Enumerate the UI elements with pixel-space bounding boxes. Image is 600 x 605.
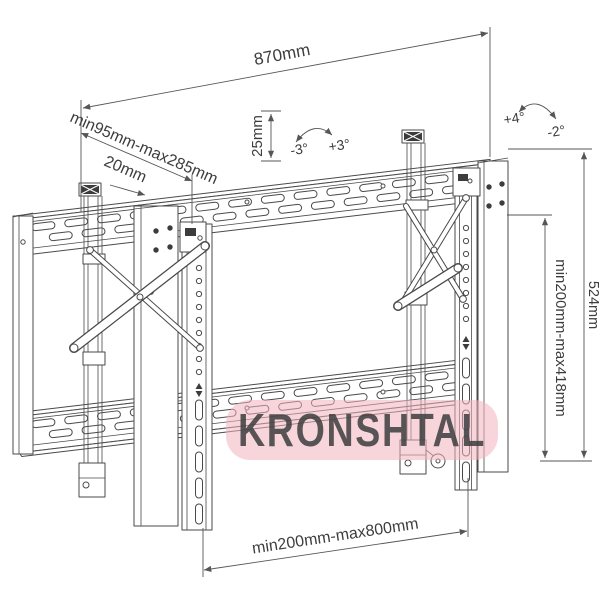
watermark-band	[226, 400, 498, 460]
watermark: KRONSHTAL	[226, 400, 498, 460]
swivel-pos-label: +4°	[502, 108, 526, 127]
dim-total-height: 524mm	[508, 148, 600, 462]
dim-vesa-height: min200mm-max418mm	[507, 214, 569, 458]
rail-screw	[380, 183, 386, 189]
left-tv-bracket	[179, 221, 213, 531]
dim-total-height-label: 524mm	[585, 281, 600, 329]
left-end-strip	[12, 212, 34, 455]
rail-screw	[244, 199, 250, 205]
left-hook-assembly	[78, 182, 106, 498]
dim-rail-offset: 25mm	[249, 110, 281, 162]
tilt-up-label: +3°	[327, 135, 351, 154]
left-foot	[78, 462, 106, 498]
tilt-angle-annotation: -3° +3°	[289, 127, 351, 159]
swivel-angle-annotation: +4° -2°	[502, 103, 566, 141]
tilt-arc	[295, 127, 333, 143]
swivel-neg-label: -2°	[546, 122, 566, 141]
dim-vesa-height-label: min200mm-max418mm	[552, 259, 569, 417]
watermark-text: KRONSHTAL	[238, 404, 486, 456]
bracket-clamp	[452, 167, 481, 197]
swivel-arc	[518, 103, 557, 120]
arrow-glyph	[195, 383, 203, 397]
tilt-down-label: -3°	[289, 140, 309, 159]
right-scissor-mechanism	[393, 194, 470, 311]
rail-screw	[380, 389, 386, 395]
left-scissor-mechanism	[69, 241, 210, 353]
arrow-glyph	[462, 336, 470, 350]
dim-rail-offset-label: 25mm	[249, 115, 266, 157]
left-wall-post	[133, 203, 179, 527]
